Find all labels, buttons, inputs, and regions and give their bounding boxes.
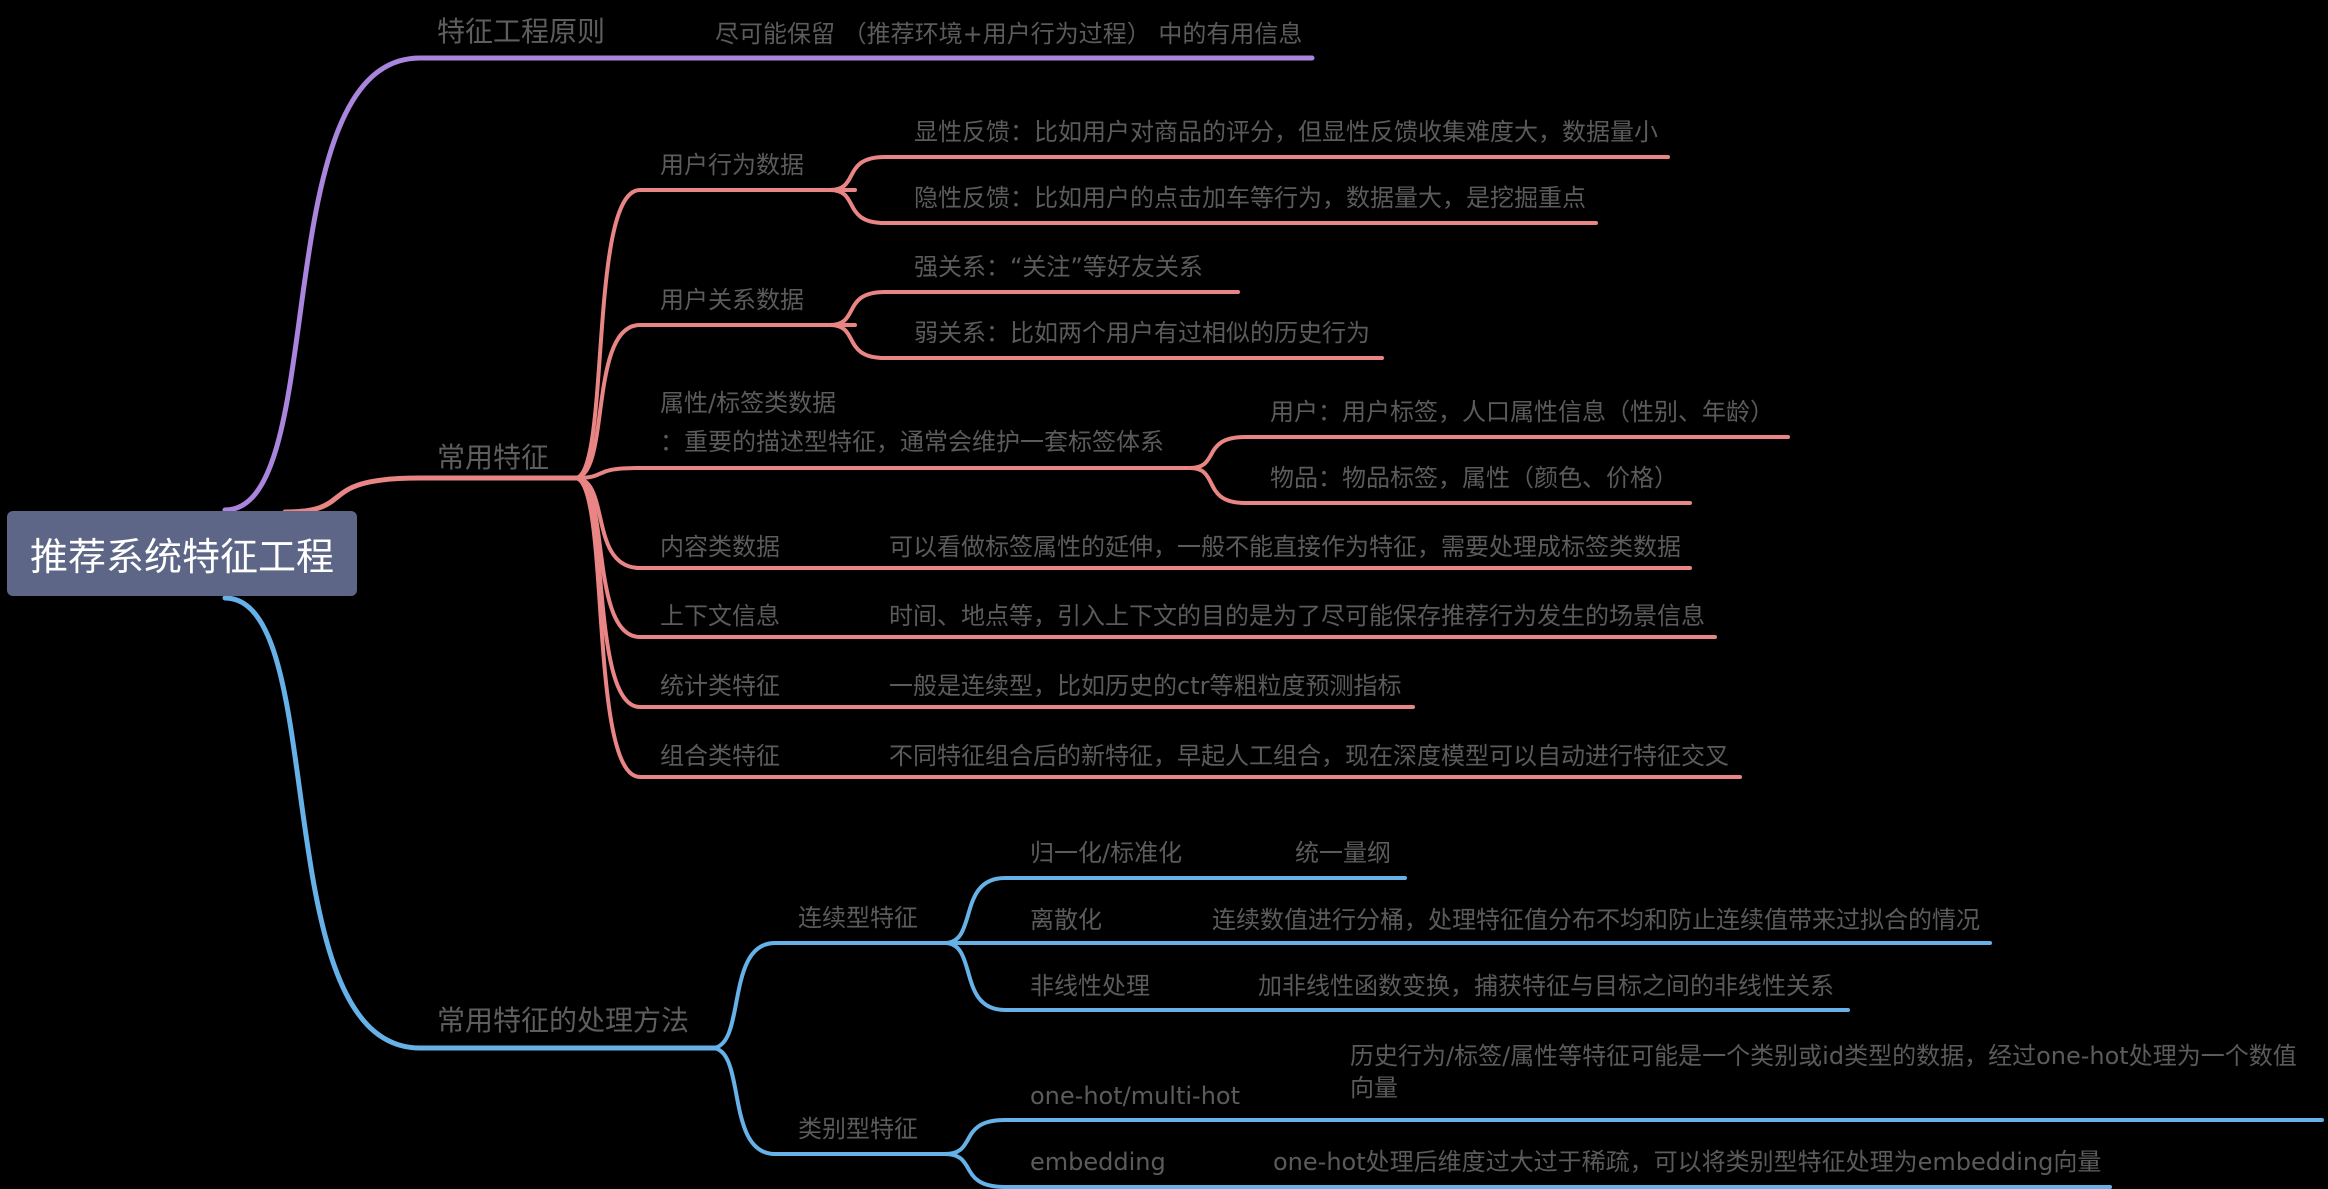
- node-combination-detail[interactable]: 不同特征组合后的新特征，早起人工组合，现在深度模型可以自动进行特征交叉: [889, 742, 1729, 770]
- node-discretization-detail[interactable]: 连续数值进行分桶，处理特征值分布不均和防止连续值带来过拟合的情况: [1212, 906, 1980, 934]
- principle-detail[interactable]: 尽可能保留 （推荐环境+用户行为过程） 中的有用信息: [715, 20, 1303, 48]
- root-node[interactable]: 推荐系统特征工程: [7, 511, 357, 596]
- node-normalization-detail[interactable]: 统一量纲: [1295, 839, 1391, 867]
- node-statistical-detail[interactable]: 一般是连续型，比如历史的ctr等粗粒度预测指标: [889, 672, 1402, 700]
- branch-common-features[interactable]: 常用特征: [437, 441, 550, 474]
- connector-continuous: [710, 941, 947, 1050]
- node-content-data[interactable]: 内容类数据: [660, 533, 780, 561]
- connector-onehot: [943, 1118, 2324, 1156]
- connector-common: [282, 475, 583, 515]
- branch-principle[interactable]: 特征工程原则: [437, 15, 606, 48]
- connector-user-tags: [1188, 435, 1790, 470]
- node-onehot[interactable]: one-hot/multi-hot: [1030, 1082, 1241, 1110]
- node-continuous[interactable]: 连续型特征: [798, 904, 918, 932]
- node-context-info[interactable]: 上下文信息: [660, 602, 780, 630]
- node-user-tags[interactable]: 用户：用户标签，人口属性信息（性别、年龄）: [1270, 398, 1774, 426]
- connector-processing: [222, 595, 718, 1051]
- node-embedding-detail[interactable]: one-hot处理后维度过大过于稀疏，可以将类别型特征处理为embedding向…: [1273, 1148, 2102, 1176]
- node-combination[interactable]: 组合类特征: [660, 742, 780, 770]
- node-context-info-detail[interactable]: 时间、地点等，引入上下文的目的是为了尽可能保存推荐行为发生的场景信息: [889, 602, 1705, 630]
- node-embedding[interactable]: embedding: [1030, 1148, 1166, 1176]
- connector-categorical: [710, 1046, 947, 1156]
- connector-user-behavior: [573, 188, 857, 480]
- node-nonlinear-detail[interactable]: 加非线性函数变换，捕获特征与目标之间的非线性关系: [1258, 972, 1834, 1000]
- connector-weak: [828, 323, 1384, 360]
- node-item-tags[interactable]: 物品：物品标签，属性（颜色、价格）: [1270, 464, 1678, 492]
- node-implicit-feedback[interactable]: 隐性反馈：比如用户的点击加车等行为，数据量大，是挖掘重点: [914, 184, 1586, 212]
- connector-item-tags: [1188, 466, 1692, 505]
- connector-embedding: [943, 1152, 2112, 1189]
- branch-processing-methods[interactable]: 常用特征的处理方法: [437, 1004, 690, 1037]
- node-attribute-tag[interactable]: 属性/标签类数据: [660, 389, 837, 417]
- connector-nonlinear: [943, 941, 1850, 1012]
- node-onehot-detail[interactable]: 历史行为/标签/属性等特征可能是一个类别或id类型的数据，经过one-hot处理…: [1350, 1042, 2297, 1102]
- node-user-relation[interactable]: 用户关系数据: [660, 286, 804, 314]
- connector-normalization: [943, 876, 1407, 945]
- node-attribute-tag-desc[interactable]: ：重要的描述型特征，通常会维护一套标签体系: [660, 428, 1164, 456]
- node-discretization[interactable]: 离散化: [1030, 906, 1102, 934]
- node-user-behavior[interactable]: 用户行为数据: [660, 151, 804, 179]
- connector-user-relation: [573, 323, 857, 480]
- node-normalization[interactable]: 归一化/标准化: [1030, 839, 1183, 867]
- connector-strong: [828, 290, 1240, 327]
- connector-implicit: [828, 188, 1598, 225]
- connector-attribute: [573, 466, 1197, 480]
- connector-explicit: [828, 155, 1670, 192]
- node-weak-relation[interactable]: 弱关系：比如两个用户有过相似的历史行为: [914, 319, 1370, 347]
- node-statistical[interactable]: 统计类特征: [660, 672, 780, 700]
- node-strong-relation[interactable]: 强关系：“关注”等好友关系: [914, 253, 1203, 281]
- node-nonlinear[interactable]: 非线性处理: [1030, 972, 1150, 1000]
- node-categorical[interactable]: 类别型特征: [798, 1115, 918, 1143]
- connector-principle: [222, 55, 1315, 513]
- node-explicit-feedback[interactable]: 显性反馈：比如用户对商品的评分，但显性反馈收集难度大，数据量小: [914, 118, 1658, 146]
- node-content-data-detail[interactable]: 可以看做标签属性的延伸，一般不能直接作为特征，需要处理成标签类数据: [889, 533, 1681, 561]
- connector-combination: [573, 476, 1742, 779]
